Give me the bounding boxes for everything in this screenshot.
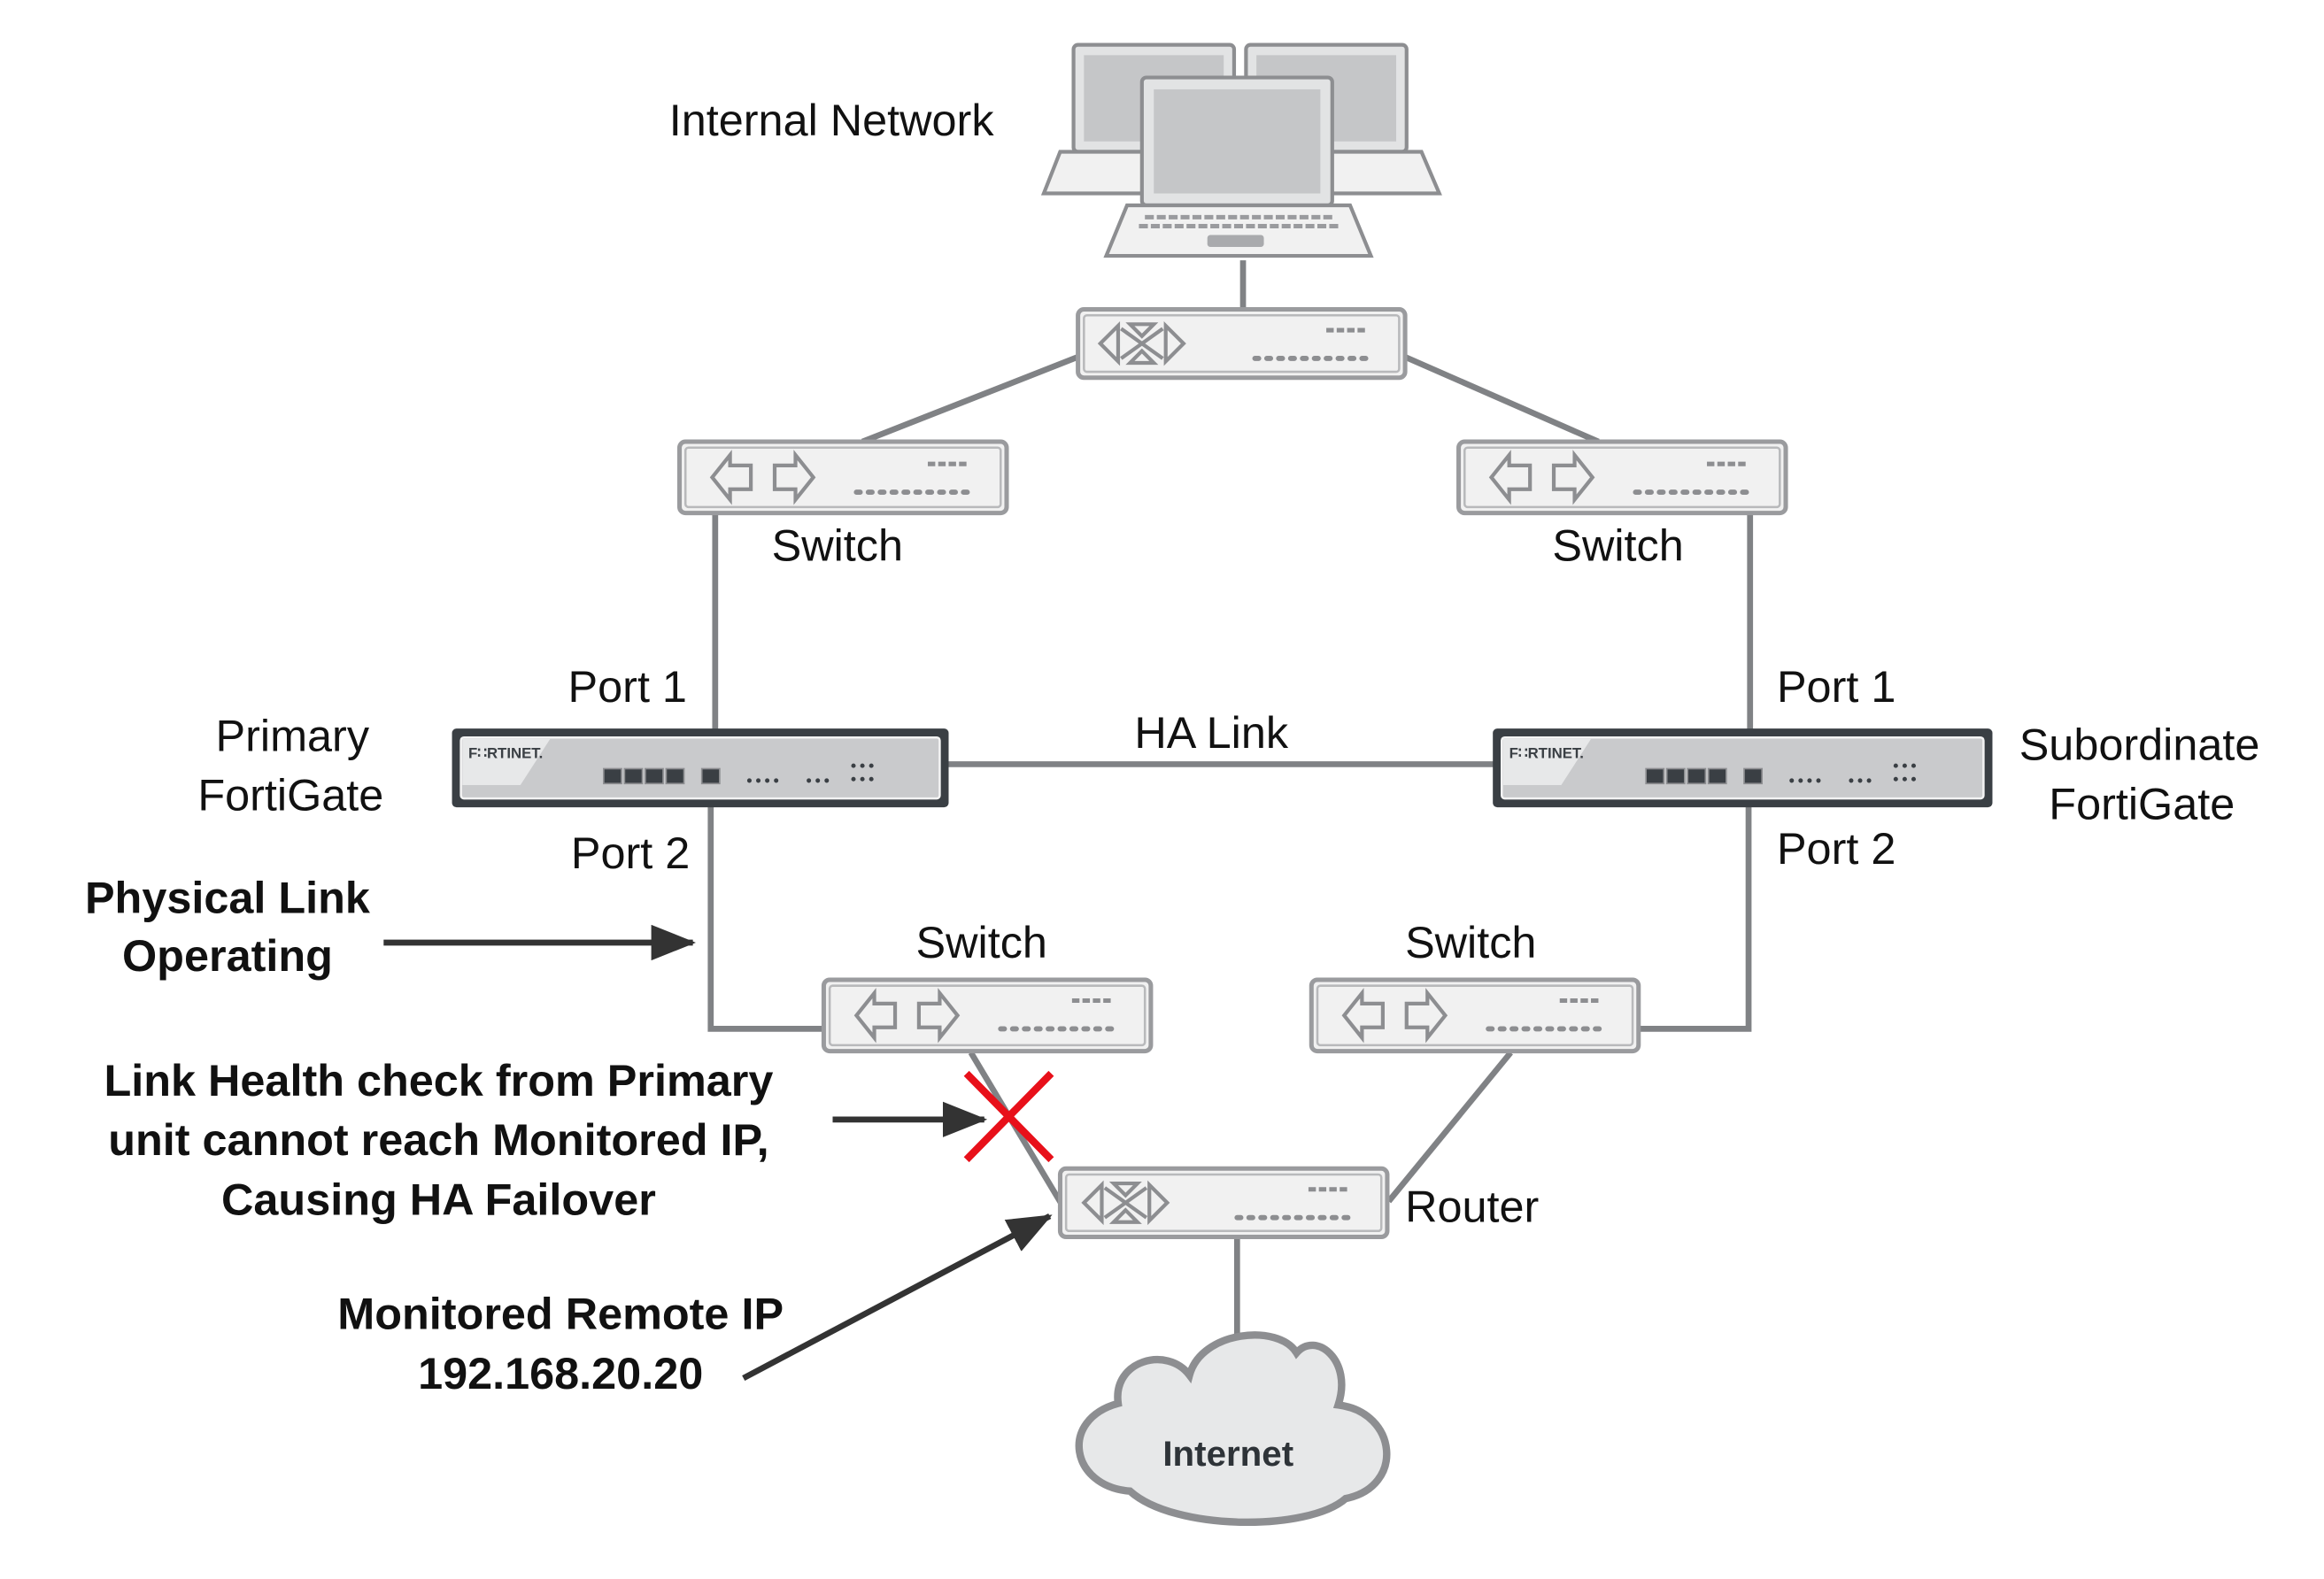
subordinate-fortigate[interactable]: F∷RTINET.: [1493, 728, 1993, 808]
primary-fortigate-label-line1: Primary: [216, 710, 370, 760]
health-check-line2: unit cannot reach Monitored IP,: [108, 1114, 768, 1165]
switch-top-right-label: Switch: [1552, 520, 1683, 570]
subordinate-fortigate-label-line2: FortiGate: [2049, 779, 2235, 829]
internet-cloud-icon: [1075, 1331, 1391, 1527]
core-switch[interactable]: [1076, 307, 1408, 381]
monitored-ip-line1: Monitored Remote IP: [337, 1289, 784, 1339]
link-switch-right-router: [1386, 1051, 1513, 1204]
physical-link-line2: Operating: [122, 930, 333, 981]
physical-link-annotation: Physical Link Operating: [85, 872, 696, 981]
internet-label: Internet: [1162, 1434, 1293, 1474]
link-core-switch-left: [861, 354, 1079, 445]
subordinate-fortigate-label-line1: Subordinate: [2019, 719, 2260, 769]
port1-subordinate-label: Port 1: [1777, 661, 1895, 712]
laptops-icon: [1040, 42, 1442, 258]
link-core-switch-right: [1403, 354, 1600, 445]
primary-fortigate[interactable]: F∷RTINET.: [452, 728, 949, 808]
switch-top-right[interactable]: [1456, 439, 1788, 516]
fortinet-logo: F∷RTINET.: [1509, 745, 1584, 762]
port2-subordinate-label: Port 2: [1777, 823, 1895, 874]
switch-bottom-left-label: Switch: [916, 917, 1047, 967]
router[interactable]: [1057, 1166, 1390, 1240]
switch-bottom-right-label: Switch: [1405, 917, 1536, 967]
ha-link-label: HA Link: [1134, 707, 1288, 758]
link-subordinate-port2-switch: [1638, 805, 1752, 1032]
monitored-ip-annotation: Monitored Remote IP 192.168.20.20: [337, 1213, 1053, 1398]
fortinet-logo: F∷RTINET.: [468, 745, 543, 762]
physical-link-line1: Physical Link: [85, 872, 371, 922]
switch-bottom-left[interactable]: [821, 977, 1154, 1054]
switch-bottom-right[interactable]: [1309, 977, 1641, 1054]
port2-primary-label: Port 2: [571, 828, 690, 878]
link-primary-port2-switch: [707, 805, 827, 1032]
health-check-annotation: Link Health check from Primary unit cann…: [104, 1055, 988, 1224]
link-failure-x-icon: [963, 1070, 1054, 1163]
monitored-ip-arrow: [742, 1213, 1053, 1382]
internal-network-label: Internal Network: [669, 95, 995, 145]
primary-fortigate-label-line2: FortiGate: [197, 770, 383, 820]
monitored-ip-line2: 192.168.20.20: [418, 1348, 703, 1398]
health-check-line1: Link Health check from Primary: [104, 1055, 773, 1105]
switch-top-left-label: Switch: [772, 520, 903, 570]
switch-top-left[interactable]: [676, 439, 1009, 516]
router-label: Router: [1405, 1182, 1539, 1232]
health-check-line3: Causing HA Failover: [221, 1174, 656, 1224]
port1-primary-label: Port 1: [568, 661, 687, 712]
